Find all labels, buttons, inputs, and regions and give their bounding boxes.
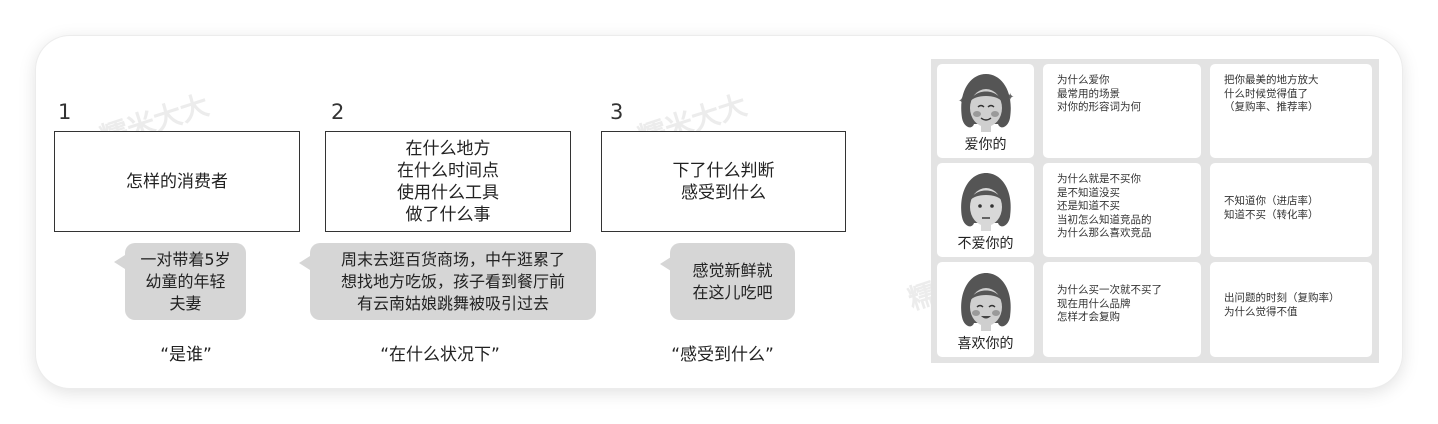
cell-line: 出问题的时刻（复购率） [1224,292,1340,304]
cell-line: 把你最美的地方放大 [1224,74,1319,86]
step-2-bubble: 周末去逛百货商场，中午逛累了 想找地方吃饭，孩子看到餐厅前 有云南姑娘跳舞被吸引… [310,243,596,320]
cell-line: 为什么爱你 [1057,74,1110,86]
cell-line: 还是知道不买 [1057,200,1120,212]
step-1-caption: “是谁” [160,345,212,365]
woman-face-smiling-icon: ✦ ✦ ✦ [958,74,1014,132]
cell-line: 是不知道没买 [1057,186,1120,199]
step-2-box: 在什么地方 在什么时间点 使用什么工具 做了什么事 [325,131,571,232]
box-line: 在什么地方 [405,138,491,159]
metric-cell: 把你最美的地方放大 什么时候觉得值了 （复购率、推荐率） [1210,64,1372,158]
cell-line: 为什么觉得不值 [1224,305,1298,318]
bubble-line: 在这儿吃吧 [692,282,773,302]
cell-line: 什么时候觉得值了 [1224,87,1308,100]
cell-line: 为什么就是不买你 [1057,173,1141,185]
cell-line: 不知道你（进店率） [1224,195,1319,207]
step-3-box: 下了什么判断 感受到什么 [601,131,846,232]
box-line: 怎样的消费者 [126,171,228,192]
box-line: 感受到什么 [681,182,766,203]
step-1-box: 怎样的消费者 [54,131,300,232]
bubble-line: 周末去逛百货商场，中午逛累了 [340,249,565,269]
box-line: 在什么时间点 [397,160,499,181]
persona-label: 喜欢你的 [957,336,1014,352]
box-line: 做了什么事 [405,204,491,225]
woman-face-happy-icon [960,273,1011,331]
step-3-number: 3 [610,100,624,124]
persona-cell-love: ✦ ✦ ✦ 爱你的 [937,64,1034,158]
question-cell: 为什么买一次就不买了 现在用什么品牌 怎样才会复购 [1043,262,1201,357]
cell-line: （复购率、推荐率） [1224,101,1319,113]
step-2-caption: “在什么状况下” [380,345,500,365]
bubble-tail [660,257,671,271]
step-2-number: 2 [331,100,345,124]
persona-cell-not-love: 不爱你的 [937,163,1034,257]
woman-face-neutral-icon [960,173,1011,231]
bubble-line: 一对带着5岁 [140,249,231,269]
bubble-line: 幼童的年轻 [145,271,226,291]
bubble-tail [299,256,310,270]
step-3-caption: “感受到什么” [671,345,774,365]
metric-cell: 不知道你（进店率） 知道不买（转化率） [1210,163,1372,257]
metric-cell: 出问题的时刻（复购率） 为什么觉得不值 [1210,262,1372,357]
cell-line: 知道不买（转化率） [1224,208,1319,221]
cell-line: 为什么那么喜欢竞品 [1057,227,1152,239]
persona-label: 爱你的 [964,137,1007,153]
question-cell: 为什么爱你 最常用的场景 对你的形容词为何 [1043,64,1201,158]
persona-label: 不爱你的 [957,236,1014,252]
step-1-number: 1 [58,100,72,124]
cell-line: 为什么买一次就不买了 [1057,284,1162,296]
svg-text:✦: ✦ [1006,92,1014,103]
cell-line: 怎样才会复购 [1057,311,1120,323]
bubble-line: 感觉新鲜就 [692,260,773,280]
bubble-line: 想找地方吃饭，孩子看到餐厅前 [340,271,565,291]
bubble-tail [114,255,125,269]
bubble-line: 有云南姑娘跳舞被吸引过去 [356,293,549,313]
box-line: 使用什么工具 [397,182,499,203]
box-line: 下了什么判断 [672,160,775,181]
persona-table: ✦ ✦ ✦ 爱你的 为什么爱你 最常用的场景 对你的形容词为何 把你最美的地方放… [931,59,1379,363]
step-1-bubble: 一对带着5岁 幼童的年轻 夫妻 [125,243,246,320]
cell-line: 现在用什么品牌 [1057,297,1131,310]
cell-line: 对你的形容词为何 [1057,101,1141,113]
cell-line: 当初怎么知道竞品的 [1057,213,1152,226]
persona-cell-like: 喜欢你的 [937,262,1034,357]
cell-line: 最常用的场景 [1057,87,1120,100]
question-cell: 为什么就是不买你 是不知道没买 还是知道不买 当初怎么知道竞品的 为什么那么喜欢… [1043,163,1201,257]
bubble-line: 夫妻 [169,293,202,313]
step-3-bubble: 感觉新鲜就 在这儿吃吧 [670,243,795,320]
